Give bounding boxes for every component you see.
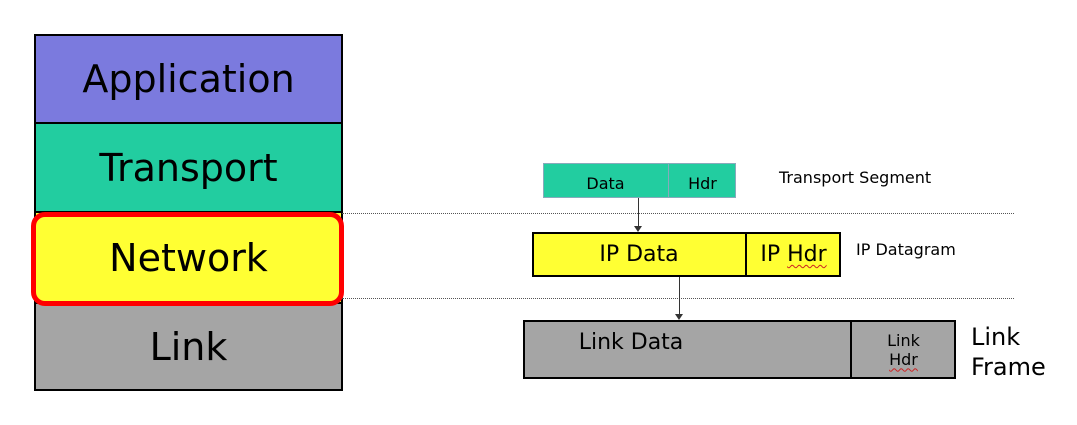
link-frame-label: Link Frame <box>971 322 1046 382</box>
ip-datagram-box <box>532 232 841 277</box>
link-frame-data: Link Data <box>578 329 684 355</box>
separator-line-bottom <box>342 298 1014 299</box>
application-layer-label: Application <box>82 56 295 101</box>
application-layer: Application <box>35 35 342 124</box>
link-frame-hdr: Link Hdr <box>850 321 955 378</box>
arrow-datagram-to-frame <box>679 277 680 315</box>
arrow-head-icon <box>634 226 642 232</box>
network-layer-highlight <box>31 212 344 306</box>
ip-hdr-prefix: IP <box>760 242 788 267</box>
transport-layer: Transport <box>35 124 342 213</box>
link-hdr-line1: Link <box>887 330 920 350</box>
arrow-head-icon <box>675 314 683 320</box>
transport-layer-label: Transport <box>99 145 278 190</box>
transport-segment-label: Transport Segment <box>779 168 932 187</box>
arrow-segment-to-datagram <box>638 198 639 228</box>
transport-segment-box <box>543 163 736 198</box>
link-frame-label-line2: Frame <box>971 353 1046 381</box>
network-layer: Network <box>35 213 342 302</box>
ip-datagram-hdr: IP Hdr <box>745 233 840 276</box>
transport-segment-data: Data <box>586 174 625 193</box>
transport-segment-hdr: Hdr <box>668 163 736 198</box>
ip-datagram-label: IP Datagram <box>856 240 956 259</box>
network-layer-label: Network <box>109 235 268 280</box>
link-layer-label: Link <box>149 325 228 369</box>
stack-outline <box>34 34 343 391</box>
ip-datagram-data: IP Data <box>599 242 679 267</box>
link-frame-box <box>523 320 956 379</box>
ip-hdr-word: Hdr <box>787 242 827 267</box>
link-frame-label-line1: Link <box>971 323 1021 351</box>
link-hdr-line2: Hdr <box>889 349 918 369</box>
separator-line-top <box>342 213 1014 214</box>
